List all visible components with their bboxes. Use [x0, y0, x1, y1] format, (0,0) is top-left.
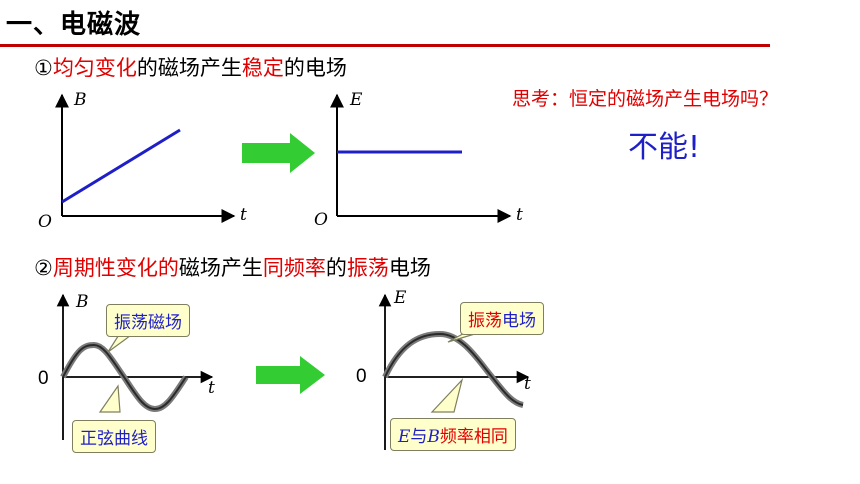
graph1-x-label: t — [240, 205, 247, 225]
callout-pointer-sine — [98, 384, 121, 413]
point2-of: 的 — [325, 256, 347, 280]
heading-rule — [0, 44, 770, 47]
callout-oscillating-word: 振荡 — [468, 311, 502, 331]
graph2-x-label: t — [516, 205, 523, 225]
point1-text: ①均匀变化的磁场产生稳定的电场 — [34, 52, 347, 82]
question-text: 思考：恒定的磁场产生电场吗？ — [512, 88, 779, 110]
callout-pointer-samefreq — [430, 377, 464, 413]
callout-b-symbol: B — [427, 427, 440, 447]
graph2-y-label: E — [350, 90, 363, 110]
point1-num: ① — [34, 56, 53, 80]
section-heading: 一、电磁波 — [6, 10, 142, 40]
point2-text: ②周期性变化的磁场产生同频率的振荡电场 — [34, 252, 431, 282]
graph3-origin: 0 — [38, 368, 49, 389]
callout-electric-word: 电场 — [502, 311, 536, 331]
callout-e-symbol: E — [398, 427, 411, 447]
graph-e-sine — [378, 293, 530, 450]
callout-and-word: 与 — [410, 427, 428, 447]
callout-sine-curve: 正弦曲线 — [72, 420, 156, 453]
graph4-sine-core — [384, 332, 524, 406]
graph4-y-label: E — [394, 288, 407, 308]
graph-b-sine — [56, 293, 214, 440]
point1-stable: 稳定 — [241, 56, 284, 80]
graph-e-constant — [330, 93, 512, 223]
graph3-x-label: t — [208, 378, 215, 398]
callout-oscillating-electric: 振荡电场 — [460, 302, 544, 335]
graph3-y-label: B — [76, 292, 89, 312]
point2-electric-field: 电场 — [388, 256, 431, 280]
point2-same-frequency: 同频率 — [262, 256, 326, 280]
point1-uniform-change: 均匀变化 — [52, 56, 137, 80]
graph3-sine-core — [62, 343, 187, 411]
point2-periodic-change: 周期性变化的 — [52, 256, 179, 280]
graph2-origin: O — [314, 210, 328, 230]
green-right-arrow-icon — [242, 133, 315, 173]
callout-same-freq-words: 频率相同 — [439, 427, 508, 447]
point2-num: ② — [34, 256, 53, 280]
graph-b-linear — [55, 93, 236, 223]
graph1-origin: O — [38, 212, 52, 232]
green-right-arrow-icon — [256, 356, 325, 394]
point1-electric-field: 的电场 — [283, 56, 347, 80]
answer-text: 不能! — [628, 130, 701, 165]
graph4-x-label: t — [524, 374, 531, 394]
graph4-origin: 0 — [356, 366, 367, 387]
graph1-y-label: B — [74, 90, 87, 110]
callout-same-frequency: E与B频率相同 — [390, 418, 516, 451]
point2-magnetic-produces: 磁场产生 — [178, 256, 263, 280]
point1-magnetic-produces: 的磁场产生 — [136, 56, 242, 80]
point2-oscillating: 振荡 — [346, 256, 389, 280]
graph1-linear-line — [61, 128, 181, 204]
callout-oscillating-magnetic: 振荡磁场 — [106, 304, 190, 337]
